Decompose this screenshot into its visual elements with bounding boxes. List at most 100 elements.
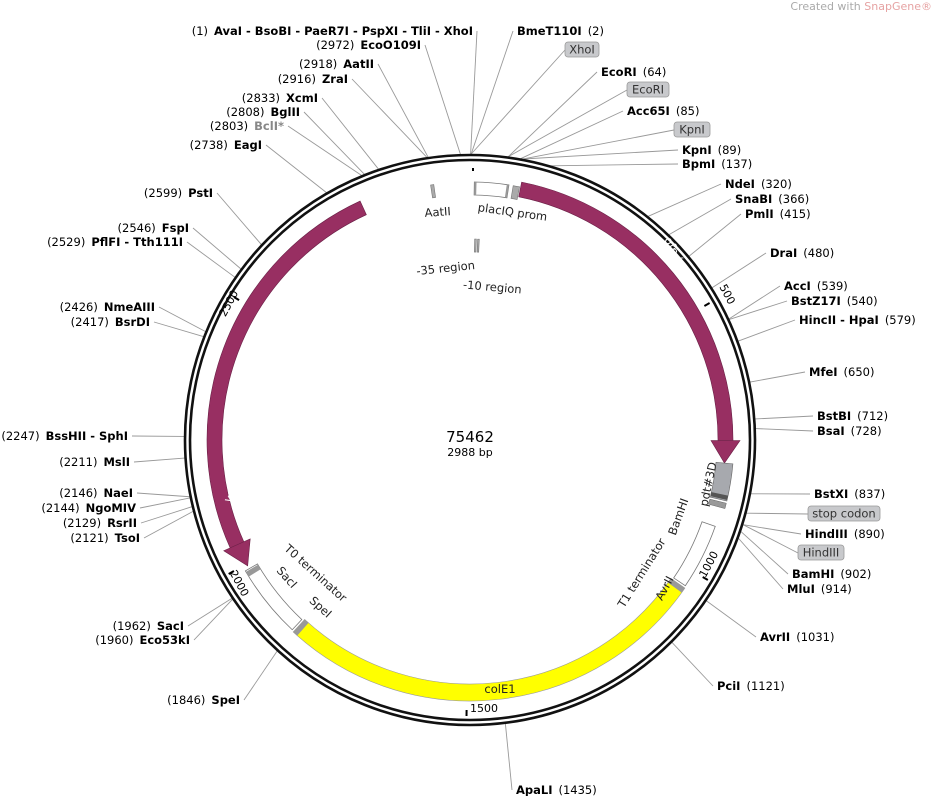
enzyme-label[interactable]: Acc65I (85) [627, 104, 699, 118]
enzyme-label[interactable]: (1)AvaI - BsoBI - PaeR7I - PspXI - TliI … [192, 24, 473, 38]
enzyme-position: (85) [676, 104, 700, 118]
enzyme-position: (1962) [113, 619, 151, 633]
enzyme-label[interactable]: (2833)XcmI [242, 91, 318, 105]
enzyme-label[interactable]: PciI(1121) [717, 679, 785, 693]
enzyme-name: PstI [188, 186, 213, 200]
saci-inner-label: SacI [274, 564, 301, 591]
placiq-prom-feature[interactable] [473, 181, 510, 199]
enzyme-label[interactable]: BstXI(837) [814, 487, 885, 501]
feature-tag-box[interactable] [564, 41, 600, 58]
enzyme-position: (2916) [278, 72, 316, 86]
aatii-site-label: AatII [424, 204, 451, 220]
enzyme-label[interactable]: BsaI(728) [817, 424, 882, 438]
enzyme-label[interactable]: (2738)EagI [190, 138, 262, 152]
feature-tag-box[interactable] [626, 81, 670, 98]
enzyme-label[interactable]: (2599)PstI [144, 186, 213, 200]
enzyme-label[interactable]: (2808)BglII [226, 105, 300, 119]
enzyme-label[interactable]: (2121)TsoI [70, 531, 140, 545]
enzyme-position: (650) [844, 365, 875, 379]
enzyme-label[interactable]: ApaLI(1435) [516, 783, 597, 796]
feature-tag-box[interactable] [673, 121, 711, 138]
enzyme-site-line [755, 415, 814, 420]
enzyme-label[interactable]: PmlI(415) [745, 207, 811, 221]
enzyme-name: NdeI [725, 177, 755, 191]
enzyme-name: Acc65I [627, 104, 670, 118]
enzyme-site-line [424, 44, 461, 155]
feature-tag-box[interactable] [807, 505, 881, 522]
enzyme-label[interactable]: (2546)FspI [118, 221, 189, 235]
tick-mark [702, 576, 709, 581]
enzyme-label[interactable]: BmeT110I(2) [517, 24, 604, 38]
minus35-region-mark [474, 238, 477, 253]
placiq-end [504, 184, 509, 198]
enzyme-label[interactable]: (2247) BssHII - SphI [1, 429, 128, 443]
enzyme-label[interactable]: MfeI(650) [809, 365, 874, 379]
enzyme-label[interactable]: (1846)SpeI [167, 693, 240, 707]
t0-terminator-feature[interactable] [244, 563, 303, 631]
placiq-label: placIQ prom [477, 200, 548, 224]
plasmid-length: 2988 bp [447, 446, 492, 459]
enzyme-site-line [158, 306, 206, 332]
enzyme-name: AvrII [760, 630, 790, 644]
enzyme-position: (2247) [1, 429, 39, 443]
enzyme-label[interactable]: EcoRI(64) [601, 65, 666, 79]
enzyme-site-line [243, 650, 278, 701]
enzyme-label[interactable]: (2918)AatII [299, 57, 374, 71]
kanr-feature-arrow[interactable] [206, 200, 367, 567]
enzyme-position: (2808) [226, 105, 264, 119]
enzyme-label[interactable]: (1962)SacI [113, 619, 184, 633]
enzyme-position: (2121) [70, 531, 108, 545]
enzyme-label[interactable]: BamHI(902) [792, 567, 871, 581]
enzyme-label[interactable]: NdeI(320) [725, 177, 792, 191]
tag-line [523, 129, 675, 160]
enzyme-label[interactable]: AccI(539) [784, 279, 848, 293]
gfp-feature-arrow[interactable] [518, 181, 741, 464]
gfp-start-mark [510, 185, 520, 200]
enzyme-name: HincII - HpaI [799, 313, 879, 327]
enzyme-label[interactable]: BstBI(712) [817, 409, 888, 423]
t1-terminator-feature[interactable] [673, 521, 716, 587]
enzyme-site-line [668, 198, 732, 235]
pdt3d-feature[interactable] [709, 461, 734, 502]
enzyme-label[interactable]: KpnI(89) [682, 143, 741, 157]
enzyme-label[interactable]: (2426)NmeAIII [60, 300, 155, 314]
feature-tag-box[interactable] [797, 544, 845, 561]
enzyme-label[interactable]: (2146)NaeI [59, 486, 133, 500]
enzyme-position: (2833) [242, 91, 280, 105]
enzyme-label[interactable]: (2211)MslI [59, 455, 130, 469]
enzyme-name: NmeAIII [104, 300, 155, 314]
enzyme-site-line [140, 506, 193, 524]
bamhi-inner-label: BamHI [665, 496, 691, 537]
enzyme-label[interactable]: (2129)RsrII [63, 516, 137, 530]
enzyme-label[interactable]: (2144)NgoMIV [41, 501, 136, 515]
enzyme-name: PmlI [745, 207, 774, 221]
enzyme-label[interactable]: SnaBI(366) [735, 192, 809, 206]
enzyme-label[interactable]: AvrII(1031) [760, 630, 834, 644]
enzyme-name: BmeT110I [517, 24, 582, 38]
enzyme-label[interactable]: MluI(914) [787, 582, 852, 596]
plasmid-name: 75462 [446, 428, 494, 446]
enzyme-site-line [192, 227, 242, 270]
enzyme-site-line [740, 531, 789, 575]
watermark: Created with SnapGene® [790, 0, 932, 13]
tag-line [746, 512, 809, 515]
enzyme-label[interactable]: (1960)Eco53kI [95, 633, 190, 647]
enzyme-site-line [377, 63, 429, 158]
enzyme-label[interactable]: (2916)ZraI [278, 72, 348, 86]
enzyme-label[interactable]: DraI(480) [770, 246, 834, 260]
enzyme-name: BssHII - SphI [46, 429, 128, 443]
enzyme-label[interactable]: BpmI(137) [682, 157, 752, 171]
tick-mark [703, 302, 711, 307]
enzyme-label[interactable]: (2529)PflFI - Tth111I [47, 235, 183, 249]
enzyme-label[interactable]: (2972)EcoO109I [316, 38, 421, 52]
enzyme-label[interactable]: (2803)BclI* [210, 119, 284, 133]
enzyme-label[interactable]: BstZ17I(540) [791, 294, 878, 308]
enzyme-label[interactable]: (2417)BsrDI [71, 315, 150, 329]
enzyme-site-line [186, 241, 236, 278]
enzyme-label[interactable]: HindIII(890) [805, 527, 885, 541]
placiq-end [474, 182, 477, 196]
enzyme-site-line [504, 723, 513, 791]
enzyme-label[interactable]: HincII - HpaI(579) [799, 313, 916, 327]
enzyme-name: NaeI [104, 486, 133, 500]
backbone-inner-ring [188, 158, 752, 722]
